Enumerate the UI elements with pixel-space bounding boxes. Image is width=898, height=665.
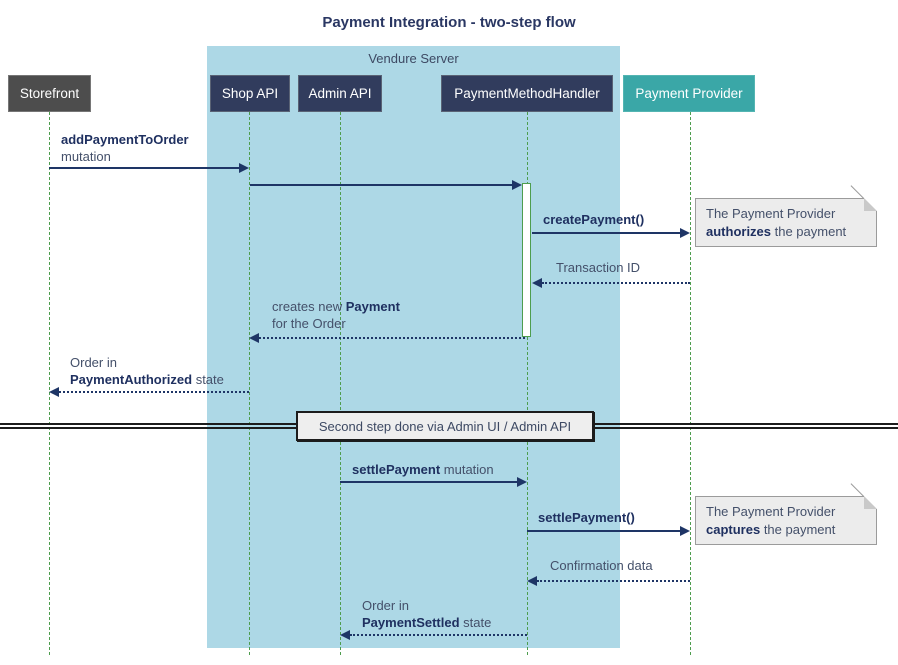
participant-payment-provider-label: Payment Provider bbox=[635, 86, 743, 101]
message-arrow-confirmation bbox=[537, 580, 690, 582]
participant-admin-api-label: Admin API bbox=[308, 86, 372, 101]
arrowhead-settle-call bbox=[680, 526, 690, 536]
arrowhead-settle-mutation bbox=[517, 477, 527, 487]
participant-payment-method-handler: PaymentMethodHandler bbox=[441, 75, 613, 112]
message-label-creates-payment: creates new Payment for the Order bbox=[272, 299, 400, 331]
message-arrow-add-payment bbox=[49, 167, 239, 169]
lifeline-payment-method-handler bbox=[527, 112, 528, 655]
participant-storefront: Storefront bbox=[8, 75, 91, 112]
participant-shop-api: Shop API bbox=[210, 75, 290, 112]
diagram-title: Payment Integration - two-step flow bbox=[322, 14, 576, 31]
note-authorizes: The Payment Provider authorizes the paym… bbox=[695, 198, 877, 247]
arrowhead-order-settled bbox=[340, 630, 350, 640]
activation-bar-payment-method-handler bbox=[522, 183, 531, 337]
message-label-transaction-id: Transaction ID bbox=[556, 260, 641, 275]
participant-payment-method-handler-label: PaymentMethodHandler bbox=[454, 86, 600, 101]
message-arrow-shop-to-handler bbox=[250, 184, 512, 186]
note-captures: The Payment Provider captures the paymen… bbox=[695, 496, 877, 545]
message-label-create-payment: createPayment() bbox=[543, 212, 645, 227]
arrowhead-confirmation bbox=[527, 576, 537, 586]
participant-admin-api: Admin API bbox=[298, 75, 382, 112]
message-label-order-authorized: Order in PaymentAuthorized state bbox=[70, 355, 224, 387]
vendure-server-label: Vendure Server bbox=[368, 51, 459, 66]
message-arrow-settle-call bbox=[527, 530, 680, 532]
arrowhead-create-payment bbox=[680, 228, 690, 238]
message-arrow-transaction-id bbox=[542, 282, 690, 284]
arrowhead-transaction-id bbox=[532, 278, 542, 288]
lifeline-admin-api bbox=[340, 112, 341, 655]
participant-storefront-label: Storefront bbox=[19, 86, 80, 101]
arrowhead-add-payment bbox=[239, 163, 249, 173]
lifeline-shop-api bbox=[249, 112, 250, 655]
arrowhead-shop-to-handler bbox=[512, 180, 522, 190]
arrowhead-creates-payment bbox=[249, 333, 259, 343]
participant-shop-api-label: Shop API bbox=[221, 86, 279, 101]
message-arrow-creates-payment bbox=[259, 337, 525, 339]
message-label-settle-call: settlePayment() bbox=[538, 510, 635, 525]
message-label-add-payment: addPaymentToOrder mutation bbox=[61, 132, 189, 164]
message-arrow-settle-mutation bbox=[340, 481, 517, 483]
message-arrow-order-settled bbox=[350, 634, 527, 636]
lifeline-storefront bbox=[49, 112, 50, 655]
message-label-settle-mutation: settlePayment mutation bbox=[352, 462, 494, 477]
divider-label: Second step done via Admin UI / Admin AP… bbox=[318, 418, 572, 434]
divider-second-step: Second step done via Admin UI / Admin AP… bbox=[296, 411, 594, 441]
vendure-server-group: Vendure Server bbox=[207, 46, 620, 648]
message-arrow-order-authorized bbox=[59, 391, 249, 393]
message-label-order-settled: Order in PaymentSettled state bbox=[362, 598, 492, 630]
message-label-confirmation: Confirmation data bbox=[550, 558, 653, 573]
arrowhead-order-authorized bbox=[49, 387, 59, 397]
message-arrow-create-payment bbox=[532, 232, 680, 234]
lifeline-payment-provider bbox=[690, 112, 691, 655]
participant-payment-provider: Payment Provider bbox=[623, 75, 755, 112]
